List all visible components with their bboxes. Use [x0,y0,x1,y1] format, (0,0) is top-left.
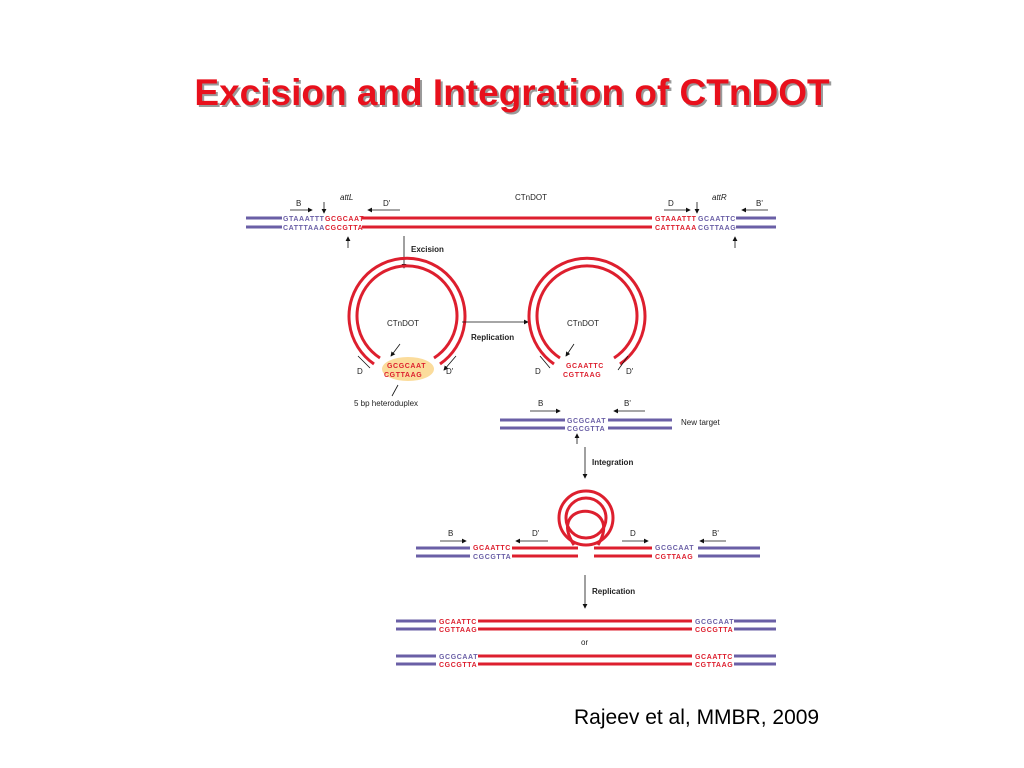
attr-top-core-seq: GCAATTC [698,216,736,223]
label-B: B [296,199,301,208]
int-right-top: GCGCAAT [655,545,694,552]
target-label: New target [681,418,720,427]
step-replication: Replication [471,333,514,342]
label-B-prime: B' [756,199,763,208]
circle-ctndot-1: CTnDOT GCGCAAT CGTTAAG D D' 5 bp heterod… [347,256,467,408]
int-B: B [448,529,453,538]
circle-ctndot-2: CTnDOT GCAATTC CGTTAAG D D' [527,256,647,379]
new-target: GCGCAAT CGCGTTA B B' New target [500,399,720,444]
top-linear-element: GTAAATTT GCGCAAT CATTTAAA CGCGTTA GTAAAT… [246,193,776,248]
circle2-D-prime: D' [626,367,634,376]
slide-title: Excision and Integration of CTnDOT [194,72,830,113]
or-label: or [581,638,588,647]
label-D: D [668,199,674,208]
int-left-bot: CGCGTTA [473,554,511,561]
p1-right-bot: CGCGTTA [695,627,733,634]
label-ctndot-linear: CTnDOT [515,193,547,202]
p2-right-bot: CGTTAAG [695,662,733,669]
int-left-top: GCAATTC [473,545,511,552]
p2-left-top: GCGCAAT [439,654,478,661]
p1-right-top: GCGCAAT [695,619,734,626]
product-2: GCGCAAT CGCGTTA GCAATTC CGTTAAG [396,654,776,669]
integration-intermediate: GCAATTC CGCGTTA GCGCAAT CGTTAAG B D' D B… [416,489,760,561]
circle1-D: D [357,367,363,376]
attr-bot-core-seq: CGTTAAG [698,225,736,232]
citation: Rajeev et al, MMBR, 2009 [574,706,820,729]
target-B: B [538,399,543,408]
attr-bot-left-seq: CATTTAAA [655,225,697,232]
circle2-seq-top: GCAATTC [566,363,604,370]
step-integration: Integration [592,458,633,467]
circle1-D-prime: D' [446,367,454,376]
label-attL: attL [340,193,353,202]
heteroduplex-note: 5 bp heteroduplex [354,399,418,408]
p1-left-bot: CGTTAAG [439,627,477,634]
int-right-bot: CGTTAAG [655,554,693,561]
int-D-prime: D' [532,529,540,538]
attl-bot-left-seq: CATTTAAA [283,225,325,232]
attl-top-left-seq: GTAAATTT [283,216,325,223]
step-replication-2: Replication [592,587,635,596]
target-B-prime: B' [624,399,631,408]
target-seq-top: GCGCAAT [567,418,606,425]
step-excision: Excision [411,245,444,254]
attl-top-core-seq: GCGCAAT [325,216,364,223]
circle1-seq-bot: CGTTAAG [384,372,422,379]
label-D-prime: D' [383,199,391,208]
circle1-label: CTnDOT [387,319,419,328]
p1-left-top: GCAATTC [439,619,477,626]
target-seq-bot: CGCGTTA [567,426,605,433]
p2-left-bot: CGCGTTA [439,662,477,669]
product-1: GCAATTC CGTTAAG GCGCAAT CGCGTTA [396,619,776,634]
label-attR: attR [712,193,727,202]
attl-bot-core-seq: CGCGTTA [325,225,363,232]
int-D: D [630,529,636,538]
circle1-seq-top: GCGCAAT [387,363,426,370]
p2-right-top: GCAATTC [695,654,733,661]
attr-top-left-seq: GTAAATTT [655,216,697,223]
circle2-D: D [535,367,541,376]
circle2-label: CTnDOT [567,319,599,328]
int-B-prime: B' [712,529,719,538]
circle2-seq-bot: CGTTAAG [563,372,601,379]
